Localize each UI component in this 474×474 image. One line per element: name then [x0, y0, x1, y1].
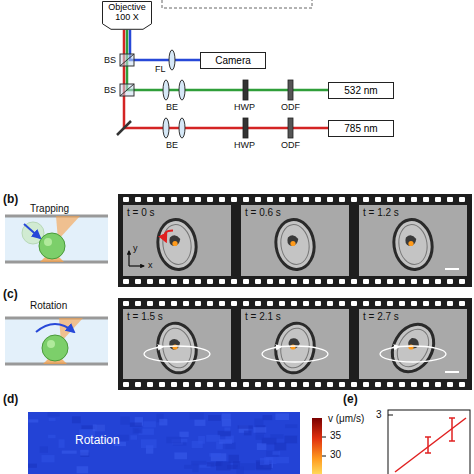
heatmap	[28, 412, 300, 474]
optical-plate	[243, 118, 248, 138]
node-label: Rotation	[75, 433, 300, 447]
component-label: BE	[166, 140, 178, 150]
channel-cartoon	[5, 318, 108, 364]
node-label: Objective 100 X	[104, 3, 150, 23]
microscope-image	[123, 309, 231, 379]
video-frame: t = 1.2 s	[359, 205, 467, 276]
component-label: ODF	[281, 140, 300, 150]
tick-label: 30	[330, 449, 341, 461]
mirror	[117, 121, 131, 135]
lens	[169, 50, 175, 70]
channel-cartoon	[5, 216, 108, 262]
component-label: HWP	[234, 140, 255, 150]
film-strip	[118, 194, 472, 287]
microscope-image	[359, 205, 467, 276]
axis-label: x	[148, 260, 153, 270]
lens	[163, 80, 169, 100]
video-frame: t = 0.6 s	[241, 205, 349, 276]
component-label: BS	[104, 55, 116, 65]
panel-letter: (b)	[3, 193, 18, 207]
panel-letter: (e)	[343, 393, 358, 407]
line-plot	[388, 410, 470, 474]
lens	[179, 80, 185, 100]
time-stamp: t = 2.7 s	[363, 311, 463, 322]
film-strip	[118, 298, 472, 390]
microscope-image	[359, 309, 467, 379]
laser-source-box: 532 nm	[328, 82, 394, 99]
video-frame: t = 2.7 s	[359, 309, 467, 379]
panel-title: Trapping	[30, 203, 69, 215]
laser-beam	[124, 30, 328, 128]
node-label: Camera	[209, 55, 257, 66]
time-stamp: t = 1.2 s	[363, 207, 463, 218]
component-label: BS	[104, 85, 116, 95]
video-frame: t = 1.5 s	[123, 309, 231, 379]
time-stamp: t = 0.6 s	[245, 207, 345, 218]
optical-plate	[288, 80, 293, 100]
component-label: BE	[166, 102, 178, 112]
dashed-inset	[162, 0, 312, 8]
axis-label: y	[133, 243, 138, 253]
camera-box: Camera	[200, 52, 266, 69]
beam-splitter	[120, 54, 134, 66]
lens	[179, 118, 185, 138]
colorbar	[312, 418, 326, 474]
lens	[163, 118, 169, 138]
optical-plate	[288, 118, 293, 138]
tick-label: 3	[376, 409, 382, 421]
optical-plate	[243, 80, 248, 100]
microscope-image	[123, 205, 231, 276]
time-stamp: t = 0 s	[127, 207, 227, 218]
tick-label: 35	[330, 430, 341, 442]
colorbar-title: v (μm/s)	[328, 413, 364, 425]
node-label: 532 nm	[337, 85, 385, 96]
microscope-image	[241, 309, 349, 379]
time-stamp: t = 1.5 s	[127, 311, 227, 322]
laser-beam	[130, 30, 200, 60]
laser-beam	[127, 30, 328, 90]
video-frame: t = 2.1 s	[241, 309, 349, 379]
node-label: 785 nm	[337, 123, 385, 134]
component-label: FL	[155, 64, 166, 74]
velocity-map: Rotation	[28, 412, 300, 474]
laser-source-box: 785 nm	[328, 120, 394, 137]
time-stamp: t = 2.1 s	[245, 311, 345, 322]
beam-splitter	[120, 84, 134, 96]
video-frame: t = 0 s	[123, 205, 231, 276]
component-label: ODF	[281, 102, 300, 112]
panel-letter: (c)	[3, 288, 18, 302]
objective-lens: Objective 100 X	[102, 1, 152, 30]
component-label: HWP	[234, 102, 255, 112]
microscope-image	[241, 205, 349, 276]
panel-title: Rotation	[30, 300, 67, 312]
panel-letter: (d)	[3, 393, 18, 407]
